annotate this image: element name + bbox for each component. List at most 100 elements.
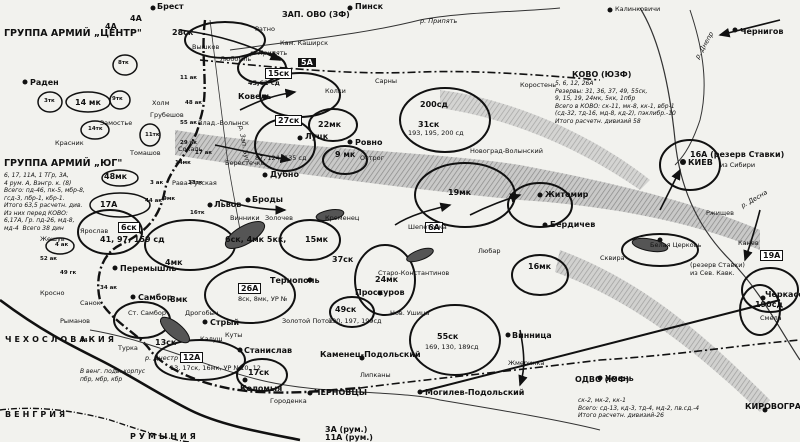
city-pinsk: Пинск [355,2,383,11]
german-ak-4 [112,54,138,76]
tag-17ak: 17 ак [195,150,213,156]
city-ternopol: Тернополь [270,276,320,285]
city-ryman: Рыманов [60,317,90,325]
city-zhmerinka: Жмеринка [508,359,545,367]
soviet-19a-sub: (резерв Ставки) из Сев. Кавк. [690,261,745,277]
romania-label: РУМЫНИЯ [130,432,199,441]
city-sarny: Сарны [375,77,398,85]
zap-ovo-label: ЗАП. ОВО (ЗФ) [282,10,350,19]
oval-a19 [741,267,799,313]
city-zamostye: Замостье [100,119,133,127]
arrow-9 [518,329,528,387]
soviet-15mk: 15мк [305,235,329,244]
oval-mk16 [511,254,569,296]
german-ak-3 [80,120,110,140]
soviet-31sk-div: 193, 195, 200 сд [408,129,464,137]
city-drogobych: Дрогобыч [185,309,219,317]
soviet-6sk-box: 6ск [118,222,140,233]
city-vlad-volynsky: Влад.-Волынск [198,119,249,127]
tag-34ak: 34 ак [100,285,118,291]
city-tomashov: Томашов [130,149,161,157]
city-starokonst: Старо-Константинов [378,269,450,277]
soviet-19a-box: 19А [760,250,784,261]
czechoslovakia-label: ЧЕХОСЛОВАКИЯ [5,335,117,344]
german-48mk [101,169,139,187]
enemy-blob-5 [406,247,434,263]
city-chernigov: Чернигов [740,27,784,36]
city-yaroslav: Ярослав [80,227,109,235]
soviet-12a-box: 12А [180,352,204,363]
city-kirovograd: КИРОВОГРАД [745,402,800,411]
tag-9tk: 9тк [112,96,123,102]
german-nemshu [45,237,75,255]
tag-3ak: 3 ак [150,180,164,186]
tag-44: 44 [80,338,88,344]
soviet-6a-box: 6А [425,222,443,233]
state-border [97,19,361,394]
soviet-24mk: 24мк [375,275,399,284]
german-3a-lbl: 3А (рум.) [325,425,368,434]
oval-a26 [204,266,296,324]
city-kolki: Колки [325,87,346,95]
arrow-2 [214,144,292,164]
hungary-border [0,407,191,442]
soviet-4mk: 4мк [165,258,183,267]
city-zhitomir: Житомир [545,190,589,199]
city-uman: Умань [605,374,634,383]
german-4a: 4А [130,14,142,23]
river-dnestr [89,329,601,431]
arrow-5 [469,193,522,216]
oval-mk22 [308,108,358,142]
soviet-49sk-div: 190, 197, 199сд [328,317,382,325]
soviet-5a-flag: 5А [298,58,316,67]
odvo-label: ОДВО (ЮФ) [575,375,630,384]
oval-sk49 [329,296,375,328]
soviet-16a: 16А (резерв Ставки) [690,150,785,159]
german-17a [89,192,151,218]
kovo-roster-block: 5, 6, 12, 26А Резервы: 31, 36, 37, 49, 5… [555,80,676,125]
soviet-17sk: 17ск [248,368,270,377]
city-vyshkov: Вышков [192,43,220,51]
city-ratno: Ратно [255,25,275,33]
oval-sk31 [399,87,491,153]
city-dubno: Дубно [270,170,299,179]
city-stryi: Стрый [210,318,240,327]
city-lipkany: Липканы [360,371,391,379]
city-kamen-kashirsky: Кам. Каширск [280,39,329,47]
arrow-8 [743,209,761,262]
city-shepetovka: Шепетовка [408,223,447,231]
city-smela: Смела [760,314,782,322]
kovo-label: КОВО (ЮЗФ) [572,70,632,79]
oval-kiev [659,139,721,191]
offensive-direction-band [175,130,760,250]
soviet-8mk: 8мк [170,295,188,304]
city-kolomyya: Коломыя [240,384,283,393]
soviet-55sk: 55ск [437,332,459,341]
soviet-16a-sub: из Сибири [720,161,756,169]
soviet-15sk-div: 45,62 сд [248,79,280,87]
city-skvira: Сквира [600,254,625,262]
city-brody: Броды [252,195,284,204]
arrow-3 [219,199,287,215]
city-cherkassy: Черкассы [765,290,800,299]
german-48mk-lbl: 48мк [104,172,128,181]
arrow-4 [394,202,452,226]
oval-a12 [154,339,246,381]
city-novograd: Новоград-Волынский [470,147,543,155]
city-ostrog: Острог [360,154,384,162]
soviet-27sk-box: 27ск [275,115,303,126]
river-desna [674,9,705,166]
tag-52ak: 52 ак [40,256,58,262]
german-ak-2 [109,90,131,110]
oval-sk55 [409,304,501,376]
city-zheshuv: Жешув [40,235,65,243]
soviet-16mk: 16мк [528,262,552,271]
city-kalush: Калуш [200,335,223,343]
arrow-10 [718,19,781,38]
enemy-blob-2 [159,316,191,344]
offensive-direction-band-north [440,90,650,190]
tag-8tk: 8тк [118,60,129,66]
city-chernovtsy: ЧЕРНОВЦЫ [314,388,368,397]
river-dnepr [639,7,800,361]
oval-mk15 [279,219,341,261]
